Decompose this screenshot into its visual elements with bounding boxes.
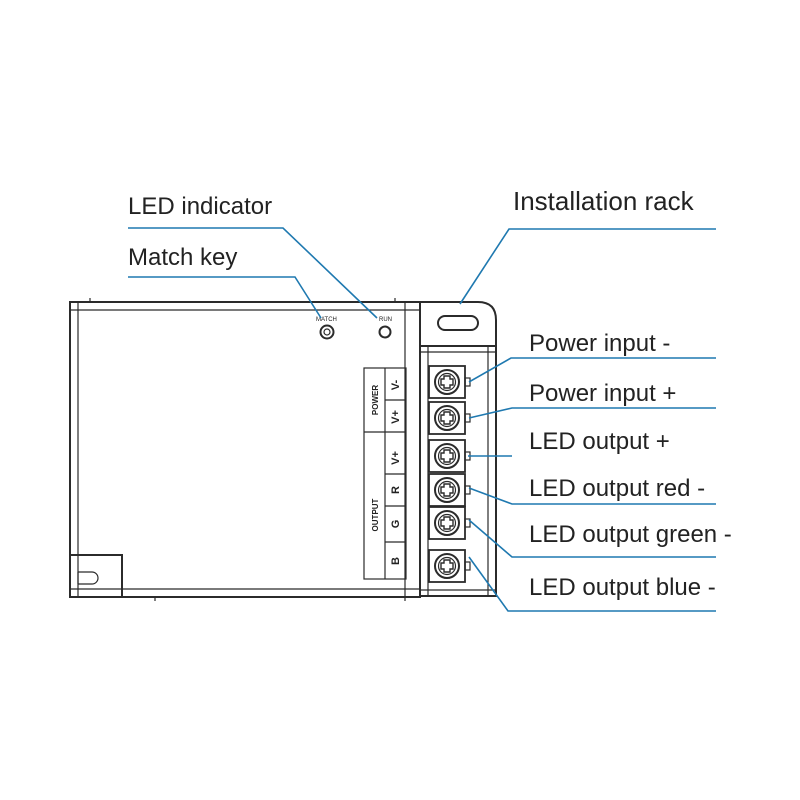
match-key[interactable] bbox=[319, 324, 335, 340]
terminal-v-plus-power: V+ bbox=[390, 410, 402, 424]
terminal-screw-v-plus-output[interactable] bbox=[428, 439, 471, 473]
label-led-output-green-minus: LED output green - bbox=[529, 521, 732, 548]
leader-led-output-green-minus bbox=[468, 519, 716, 558]
terminal-block bbox=[419, 345, 497, 597]
power-group-label: POWER bbox=[371, 385, 380, 415]
terminal-screws bbox=[428, 365, 471, 583]
leader-led-output-blue-minus bbox=[468, 556, 716, 612]
terminal-b: B bbox=[390, 557, 402, 565]
mounting-slot bbox=[69, 554, 123, 598]
terminal-screw-v-plus-power[interactable] bbox=[428, 401, 471, 435]
terminal-r: R bbox=[390, 486, 402, 494]
terminal-screw-g[interactable] bbox=[428, 506, 471, 540]
leader-power-input-minus bbox=[468, 357, 716, 383]
leader-power-input-plus bbox=[468, 407, 716, 419]
led-indicator bbox=[378, 325, 392, 339]
leader-led-indicator bbox=[128, 227, 378, 319]
label-led-output-plus: LED output + bbox=[529, 428, 670, 455]
output-group-label: OUTPUT bbox=[371, 498, 380, 531]
label-power-input-minus: Power input - bbox=[529, 330, 670, 357]
label-led-indicator: LED indicator bbox=[128, 193, 272, 220]
installation-rack bbox=[420, 301, 497, 347]
label-power-input-plus: Power input + bbox=[529, 380, 676, 407]
terminal-screw-v-minus[interactable] bbox=[428, 365, 471, 399]
run-text: RUN bbox=[379, 317, 392, 323]
leader-match-key bbox=[128, 276, 322, 319]
terminal-v-plus-output: V+ bbox=[390, 451, 402, 465]
label-match-key: Match key bbox=[128, 244, 237, 271]
terminal-label-table bbox=[363, 367, 407, 580]
label-led-output-blue-minus: LED output blue - bbox=[529, 574, 716, 601]
leader-led-output-red-minus bbox=[468, 487, 716, 505]
match-text: MATCH bbox=[316, 317, 337, 323]
label-installation-rack: Installation rack bbox=[513, 186, 695, 216]
leader-installation-rack bbox=[459, 228, 716, 305]
terminal-screw-r[interactable] bbox=[428, 473, 471, 507]
label-led-output-red-minus: LED output red - bbox=[529, 475, 705, 502]
terminal-screw-b[interactable] bbox=[428, 549, 471, 583]
terminal-g: G bbox=[390, 520, 402, 529]
terminal-v-minus: V- bbox=[390, 379, 402, 390]
